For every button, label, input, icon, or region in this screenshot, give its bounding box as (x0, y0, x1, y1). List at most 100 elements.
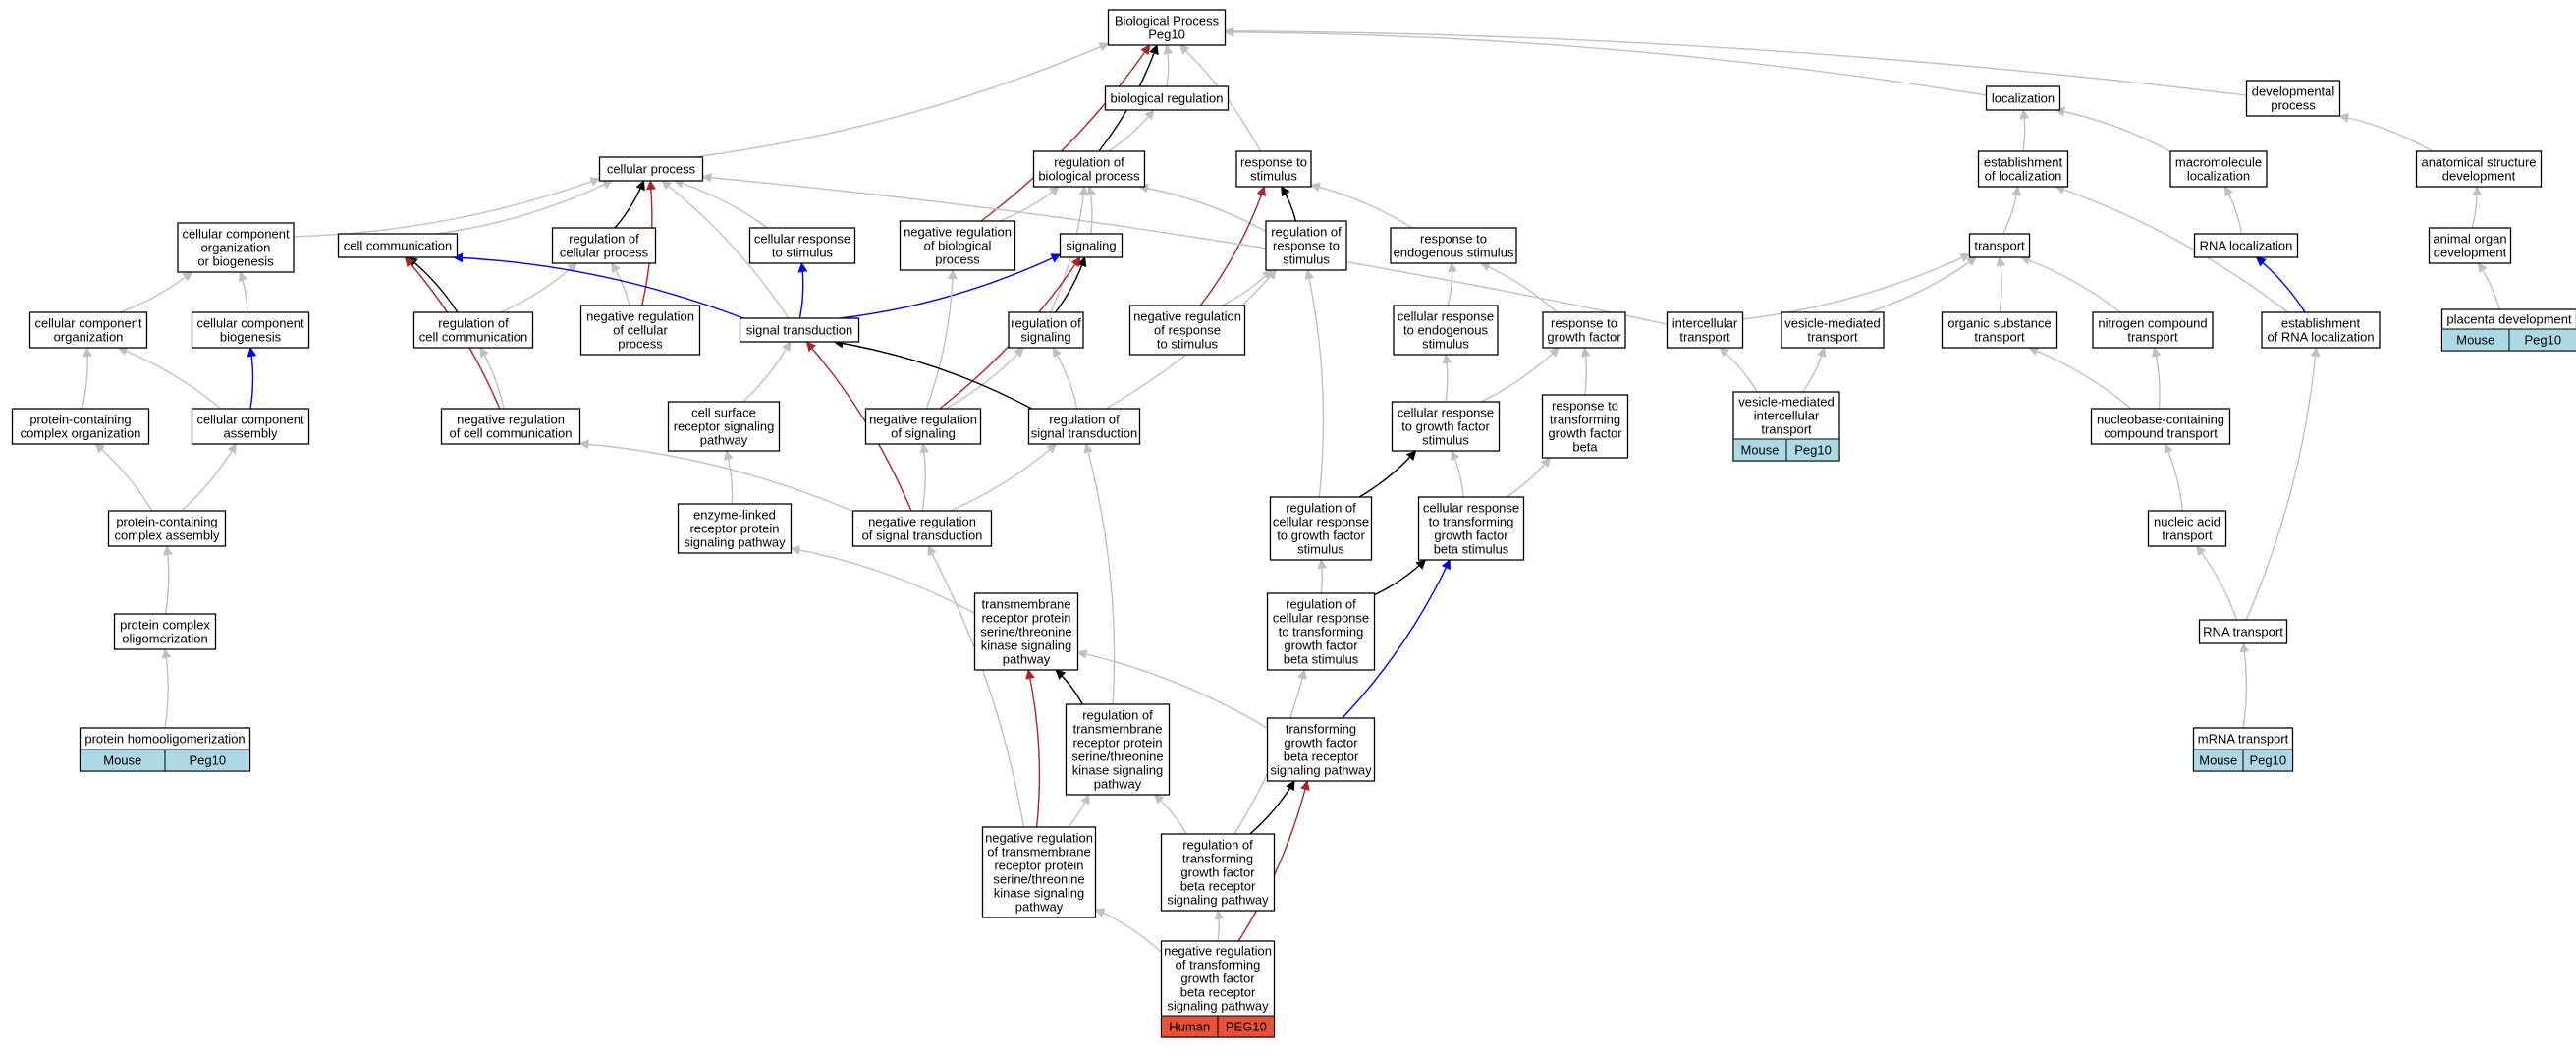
edge-line (1224, 26, 2247, 96)
go-term-box (1391, 401, 1501, 452)
go-term-node-localization[interactable]: localization (1985, 85, 2061, 111)
edge-line (1304, 269, 1325, 498)
go-term-node-bioreg[interactable]: biological regulation (1104, 85, 1230, 111)
go-term-label-line: response to (1551, 316, 1617, 331)
edge-line (980, 44, 1151, 222)
edge-negregtmrsts-to-negregsigtrans (927, 545, 1025, 828)
edge-line (2055, 185, 2289, 313)
go-term-node-rnatrans[interactable]: RNA transport (2198, 619, 2288, 644)
go-term-label-line: cell surface (691, 406, 756, 420)
go-term-node-cellcomm[interactable]: cell communication (337, 233, 459, 258)
go-term-box (864, 408, 982, 445)
edge-cellresp-to-cellproc (673, 178, 768, 229)
edge-line (500, 262, 577, 313)
go-term-node-transport[interactable]: transport (1968, 233, 2031, 258)
edge-regresp-to-regbio (1138, 183, 1267, 233)
go-term-label-line: cellular response (1398, 406, 1494, 420)
go-term-node-vmit[interactable]: vesicle-mediatedintercellulartransportMo… (1732, 391, 1840, 462)
edge-negregsig-to-regsig (945, 347, 1024, 410)
edge-regcell-to-cellproc (614, 180, 645, 229)
edge-line (693, 42, 1110, 158)
edge-cellproc-to-bp (693, 42, 1110, 158)
go-term-label-line: response to (1273, 239, 1340, 253)
go-term-box (1542, 311, 1626, 349)
go-term-node-rnaloc[interactable]: RNA localization (2193, 233, 2299, 258)
edge-sigtrans-to-cellcomm (453, 252, 744, 319)
go-term-label-line: regulation of (1049, 413, 1120, 427)
go-term-box (677, 503, 793, 554)
go-term-label-line: regulation of (1271, 225, 1342, 240)
go-term-label-line: cellular process (607, 162, 696, 177)
edge-line (742, 341, 792, 403)
go-term-node-cellproc[interactable]: cellular process (598, 156, 704, 182)
go-term-node-signaling[interactable]: signaling (1059, 233, 1124, 258)
edge-sigtrans-to-signaling (840, 253, 1062, 319)
edge-line (1742, 252, 1971, 320)
go-term-box (2428, 227, 2512, 264)
edge-line (2338, 112, 2434, 152)
go-term-label-line: negative regulation (1164, 944, 1272, 959)
go-term-label-line: response to (1240, 155, 1307, 170)
edge-regsigtrans-to-sigtrans (833, 338, 1033, 410)
go-term-node-sigtrans[interactable]: signal transduction (739, 317, 860, 343)
edge-line (2028, 346, 2132, 410)
go-term-label-line: negative regulation (457, 413, 565, 427)
go-term-label-line: negative regulation (904, 225, 1012, 240)
edge-line (919, 443, 930, 512)
go-term-box (191, 311, 310, 349)
